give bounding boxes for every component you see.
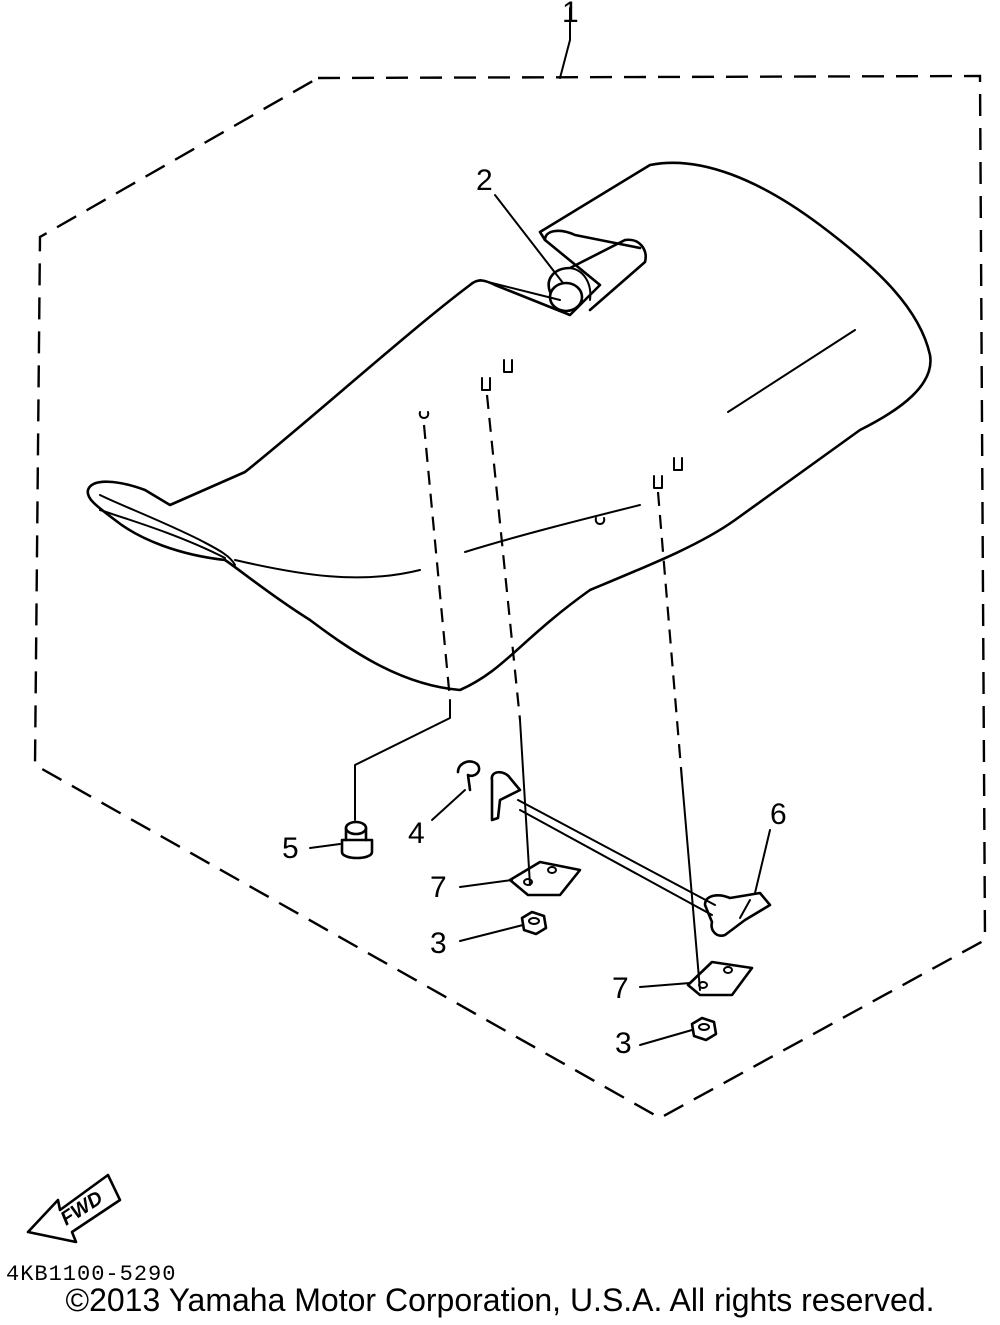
- bracket-front: [508, 860, 582, 897]
- copyright-notice: ©2013 Yamaha Motor Corporation, U.S.A. A…: [65, 1282, 935, 1318]
- callout-7-front: 7: [430, 871, 447, 904]
- damper: [340, 820, 374, 860]
- mount-holes: [418, 359, 683, 525]
- nut-front: [520, 910, 548, 936]
- part-code: 4KB1100-5290: [6, 1262, 177, 1287]
- seat-lock-lever: [490, 770, 772, 937]
- seat-body: [86, 161, 932, 692]
- callout-7-rear: 7: [612, 972, 629, 1005]
- callout-6: 6: [770, 798, 787, 831]
- bracket-rear: [686, 960, 754, 997]
- seat-hook: [543, 229, 647, 313]
- guide-lines: [354, 394, 701, 991]
- leader-lines: [309, 7, 771, 1046]
- nut-rear: [690, 1016, 718, 1042]
- clip: [456, 760, 481, 792]
- callout-3-rear: 3: [615, 1027, 632, 1060]
- fwd-arrow-icon: FWD: [26, 1173, 122, 1244]
- callout-4: 4: [408, 817, 425, 850]
- callout-2: 2: [476, 164, 493, 197]
- callout-5: 5: [282, 832, 299, 865]
- callout-3-front: 3: [430, 927, 447, 960]
- callout-1: 1: [562, 0, 579, 29]
- assembly-boundary: [33, 74, 987, 1120]
